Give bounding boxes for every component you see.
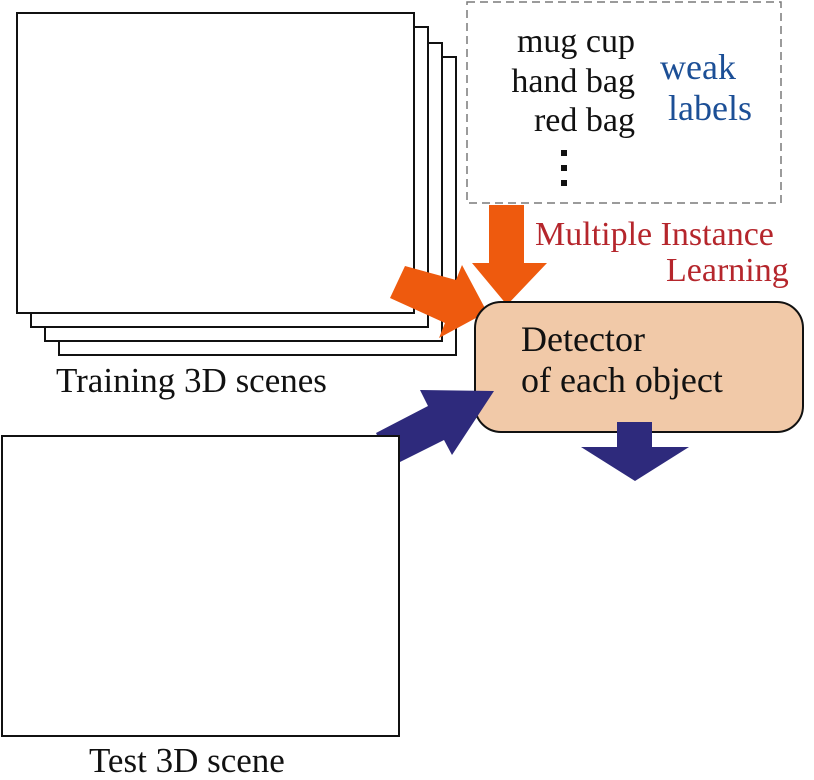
training-to-detector-arrow (390, 265, 487, 338)
detector-label-line2: of each object (521, 360, 723, 400)
weak-labels-ellipsis (561, 150, 567, 186)
weak-label-item: red bag (534, 102, 635, 139)
test-scene-frame (1, 435, 400, 737)
mil-label-line1: Multiple Instance (535, 216, 774, 253)
test-scene-caption: Test 3D scene (89, 741, 285, 780)
weak-labels-box: mug cup hand bag red bag weak labels (466, 1, 782, 204)
test-to-detector-arrow (376, 390, 494, 466)
detector-output-arrow (581, 422, 689, 481)
detector-label-line1: Detector (521, 319, 645, 359)
mil-label-line2: Learning (666, 252, 789, 289)
weak-labels-border (466, 1, 782, 204)
weak-labels-to-detector-arrow (472, 205, 547, 305)
weak-labels-tag-line2: labels (668, 88, 752, 128)
weak-label-item: hand bag (511, 63, 635, 100)
weak-label-item: mug cup (517, 23, 635, 60)
training-scenes-stack (16, 12, 457, 356)
training-scenes-caption: Training 3D scenes (56, 361, 327, 400)
weak-labels-tag-line1: weak (660, 47, 736, 87)
training-scene-frame-1 (16, 12, 415, 314)
